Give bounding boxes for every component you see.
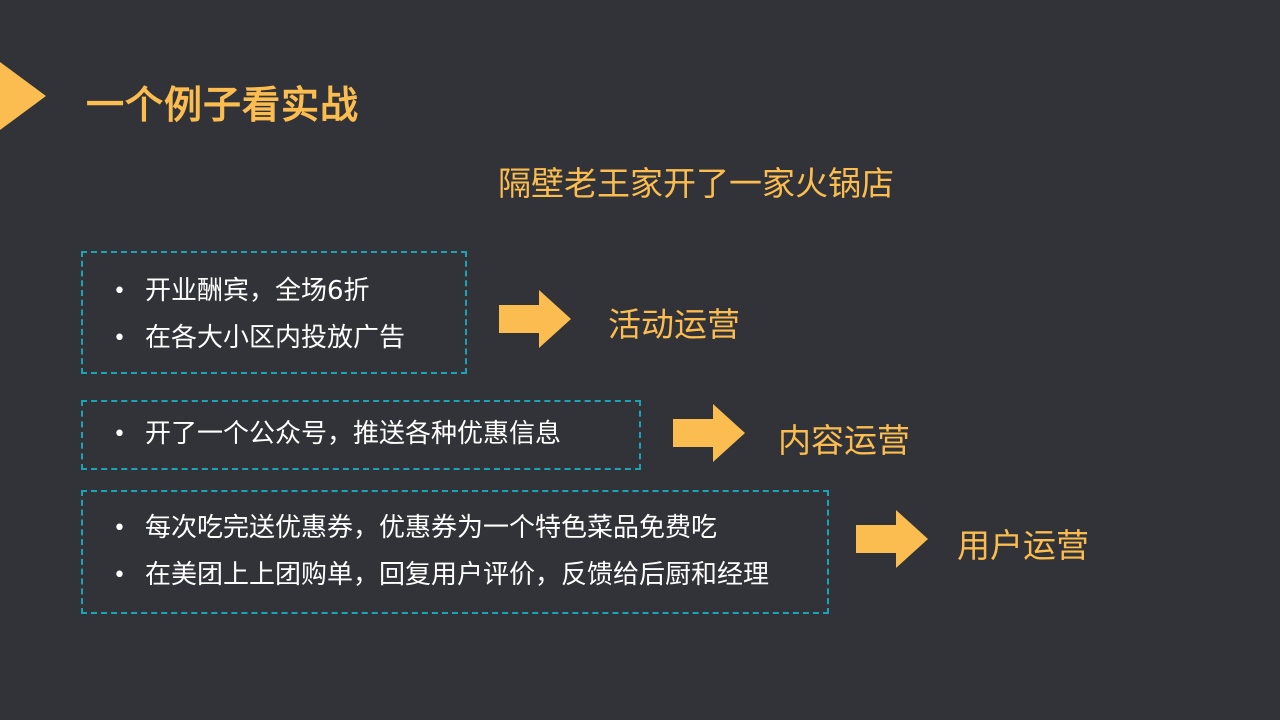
page-title: 一个例子看实战 (86, 83, 360, 127)
list-item: 开了一个公众号，推送各种优惠信息 (83, 411, 639, 458)
triangle-marker-icon (0, 62, 46, 130)
right-arrow-icon (499, 290, 571, 348)
category-label-user: 用户运营 (957, 526, 1089, 565)
right-arrow-icon (856, 510, 928, 568)
list-item: 在各大小区内投放广告 (83, 315, 465, 362)
list-item: 开业酬宾，全场6折 (83, 268, 465, 315)
category-label-content: 内容运营 (778, 421, 910, 460)
bullet-box-content: 开了一个公众号，推送各种优惠信息 (81, 400, 641, 470)
list-item: 每次吃完送优惠券，优惠券为一个特色菜品免费吃 (83, 505, 827, 552)
page-subtitle: 隔壁老王家开了一家火锅店 (498, 164, 894, 203)
category-label-activity: 活动运营 (608, 305, 740, 344)
bullet-box-user: 每次吃完送优惠券，优惠券为一个特色菜品免费吃 在美团上上团购单，回复用户评价，反… (81, 490, 829, 614)
bullet-box-activity: 开业酬宾，全场6折 在各大小区内投放广告 (81, 251, 467, 374)
right-arrow-icon (673, 404, 745, 462)
list-item: 在美团上上团购单，回复用户评价，反馈给后厨和经理 (83, 552, 827, 599)
